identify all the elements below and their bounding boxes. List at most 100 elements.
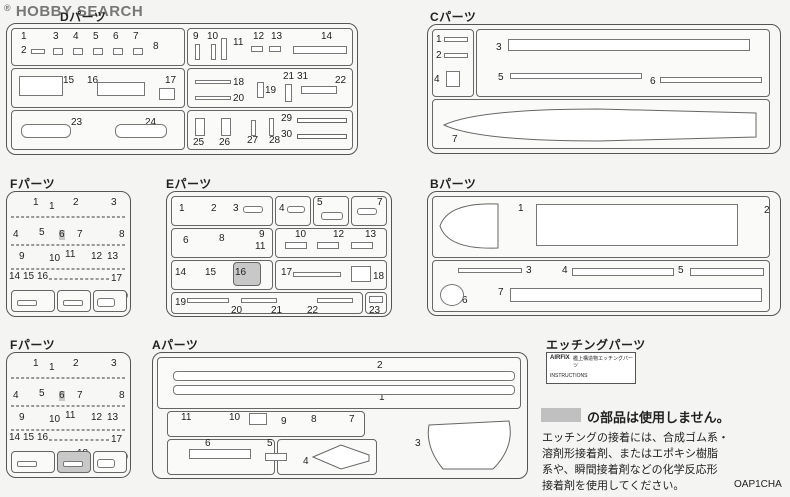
b-part bbox=[458, 268, 522, 273]
e-label: 18 bbox=[373, 271, 385, 282]
e-label: 4 bbox=[279, 203, 285, 214]
e-part bbox=[285, 242, 307, 249]
f-label: 3 bbox=[111, 197, 117, 208]
d-label: 27 bbox=[247, 135, 259, 146]
note-line: エッチングの接着には、合成ゴム系・ bbox=[542, 432, 729, 444]
d-part bbox=[221, 118, 231, 136]
f2-label: 1 bbox=[49, 362, 55, 373]
d-part bbox=[195, 80, 231, 84]
f-label: 13 bbox=[107, 251, 119, 262]
b-bow-deck bbox=[439, 203, 499, 249]
b-label: 3 bbox=[526, 265, 532, 276]
e-label: 1 bbox=[179, 203, 185, 214]
b-part bbox=[572, 268, 674, 276]
a-label: 6 bbox=[205, 438, 211, 449]
f-label: 14 bbox=[9, 271, 21, 282]
note-line: 接着剤を使用してください。 bbox=[542, 480, 685, 492]
f2-label: 4 bbox=[13, 390, 19, 401]
c-label: 4 bbox=[434, 74, 440, 85]
e-label: 15 bbox=[205, 267, 217, 278]
e-cell bbox=[313, 196, 349, 226]
f2-label: 1 bbox=[33, 358, 39, 369]
e-label: 22 bbox=[307, 305, 319, 316]
etch-sheet: AIRFIX 艦上構造物エッチングパーツ INSTRUCTIONS bbox=[546, 352, 636, 384]
d-cell-1 bbox=[11, 28, 185, 66]
d-part bbox=[301, 86, 337, 94]
d-part bbox=[257, 82, 264, 98]
f-label: 2 bbox=[73, 197, 79, 208]
unused-legend-text: の部品は使用しません。 bbox=[587, 410, 730, 425]
e-label: 16 bbox=[235, 267, 247, 278]
e-part bbox=[321, 212, 343, 220]
e-label: 10 bbox=[295, 229, 307, 240]
d-part bbox=[113, 48, 123, 55]
b-label: 7 bbox=[498, 287, 504, 298]
e-label: 3 bbox=[233, 203, 239, 214]
adhesive-note: エッチングの接着には、合成ゴム系・ 溶剤形接着剤、またはエポキシ樹脂 系や、瞬間… bbox=[542, 430, 788, 494]
d-label: 17 bbox=[165, 75, 177, 86]
f-sprue bbox=[49, 278, 109, 280]
f2-part bbox=[63, 461, 83, 467]
d-label: 19 bbox=[265, 85, 277, 96]
f-label: 4 bbox=[13, 229, 19, 240]
d-label: 8 bbox=[153, 41, 159, 52]
b-parts-panel: 1 2 3 4 5 6 7 bbox=[427, 191, 781, 316]
f2-sprue bbox=[11, 429, 125, 431]
d-part bbox=[297, 118, 347, 123]
e-cell bbox=[171, 228, 273, 258]
b-hangar-deck bbox=[536, 204, 738, 246]
e-part bbox=[351, 266, 371, 282]
e-part bbox=[287, 206, 305, 213]
b-label: 4 bbox=[562, 265, 568, 276]
f2-sprue bbox=[11, 405, 125, 407]
a-label: 5 bbox=[267, 438, 273, 449]
f2-label: 15 bbox=[23, 432, 35, 443]
d-label: 28 bbox=[269, 135, 281, 146]
f2-label: 7 bbox=[77, 390, 83, 401]
d-label: 16 bbox=[87, 75, 99, 86]
e-parts-title: Eパーツ bbox=[166, 177, 212, 191]
f2-sprue bbox=[11, 377, 125, 379]
c-label: 1 bbox=[436, 34, 442, 45]
e-part bbox=[187, 298, 229, 303]
b-part bbox=[690, 268, 764, 276]
f-part bbox=[63, 300, 83, 306]
b-parts-title: Bパーツ bbox=[430, 177, 477, 191]
d-part bbox=[285, 84, 292, 102]
c-label: 6 bbox=[650, 76, 656, 87]
d-label: 10 bbox=[207, 31, 219, 42]
f2-part bbox=[17, 461, 37, 467]
d-part bbox=[133, 48, 143, 55]
d-part bbox=[31, 49, 45, 54]
e-label: 5 bbox=[317, 197, 323, 208]
d-label: 11 bbox=[233, 37, 244, 48]
d-label: 2 bbox=[21, 45, 27, 56]
d-part bbox=[293, 46, 347, 54]
a-label: 7 bbox=[349, 414, 355, 425]
logo-text: HOBBY SEARCH bbox=[15, 3, 144, 20]
a-part bbox=[189, 449, 251, 459]
f2-label: 11 bbox=[65, 410, 76, 421]
d-label: 13 bbox=[271, 31, 283, 42]
c-label: 3 bbox=[496, 42, 502, 53]
f2-label: 13 bbox=[107, 412, 119, 423]
hobby-search-logo: ® HOBBY SEARCH bbox=[4, 3, 143, 20]
b-label: 2 bbox=[764, 205, 770, 216]
d-label: 3 bbox=[53, 31, 59, 42]
d-part bbox=[251, 120, 256, 136]
d-label: 6 bbox=[113, 31, 119, 42]
b-part bbox=[440, 284, 464, 306]
f-label: 5 bbox=[39, 227, 45, 238]
d-label: 15 bbox=[63, 75, 75, 86]
f2-label: 2 bbox=[73, 358, 79, 369]
d-part bbox=[97, 82, 145, 96]
a-cell bbox=[157, 357, 521, 409]
c-part bbox=[508, 39, 750, 51]
e-label: 8 bbox=[219, 233, 225, 244]
f-sprue bbox=[11, 244, 125, 246]
a-part bbox=[265, 453, 287, 461]
f-label: 8 bbox=[119, 229, 125, 240]
f-label: 1 bbox=[33, 197, 39, 208]
f2-parts-title: Fパーツ bbox=[10, 338, 56, 352]
a-label: 9 bbox=[281, 416, 287, 427]
